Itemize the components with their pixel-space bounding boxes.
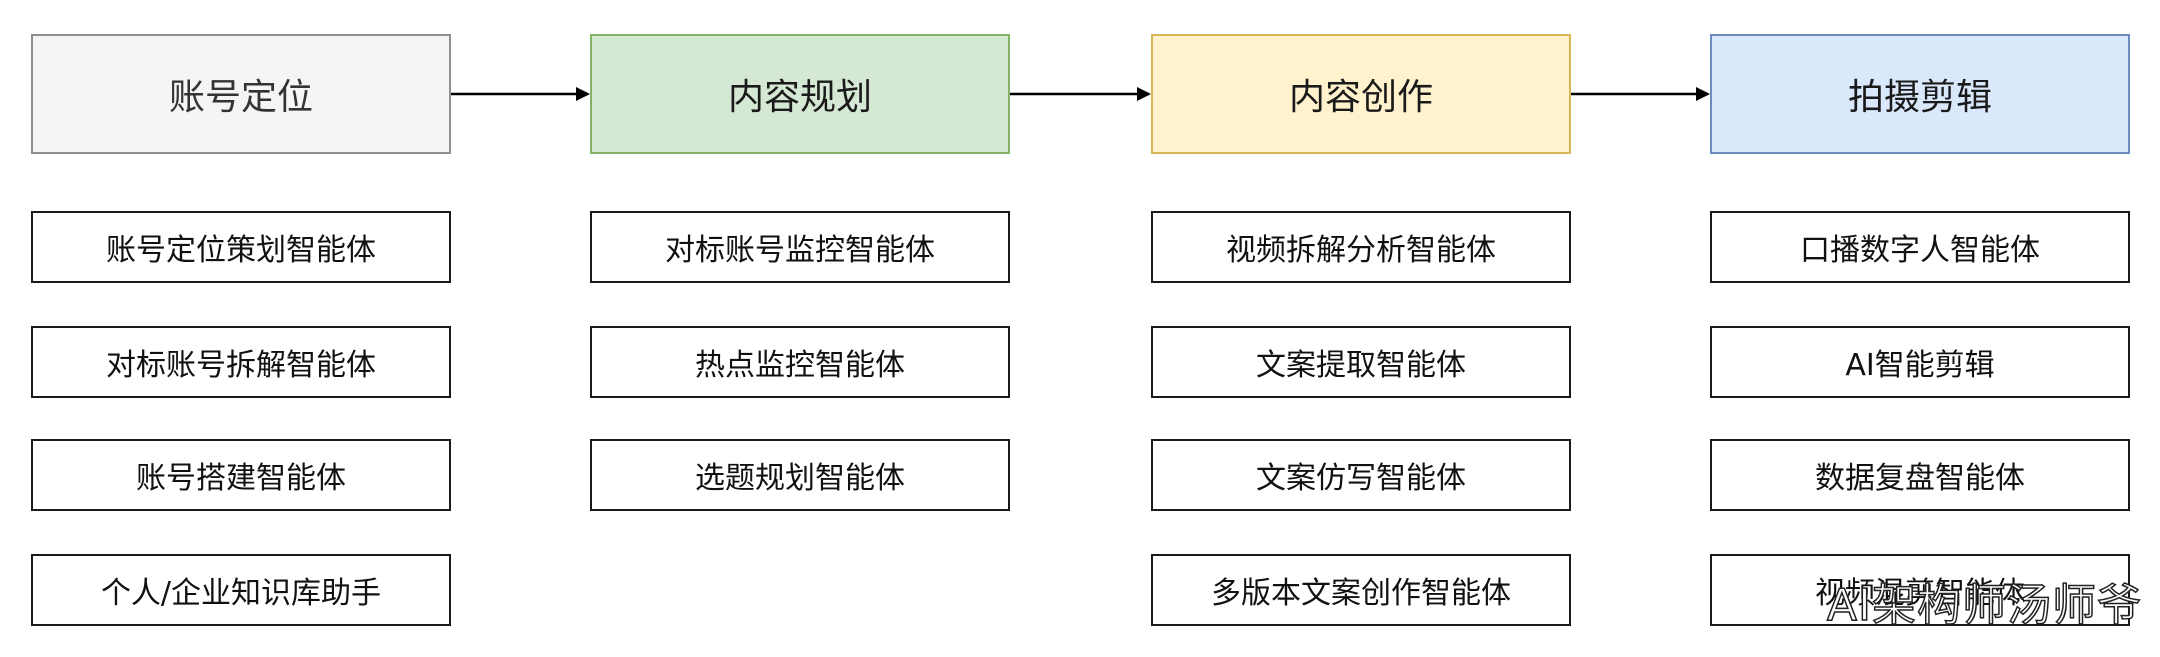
agent-box: 选题规划智能体 — [590, 439, 1010, 511]
agent-box: 对标账号监控智能体 — [590, 211, 1010, 283]
stage-header-account-positioning: 账号定位 — [31, 34, 451, 154]
agent-label: 多版本文案创作智能体 — [1211, 576, 1511, 611]
stage-header-content-creation: 内容创作 — [1151, 34, 1571, 154]
stage-header-label: 拍摄剪辑 — [1847, 77, 1992, 118]
agent-label: AI智能剪辑 — [1845, 348, 1995, 383]
watermark-text: AI架构师汤师爷 — [1826, 579, 2142, 632]
stage-header-content-planning: 内容规划 — [590, 34, 1010, 154]
agent-box: 视频拆解分析智能体 — [1151, 211, 1571, 283]
agent-box: 多版本文案创作智能体 — [1151, 554, 1571, 626]
agent-label: 视频拆解分析智能体 — [1226, 233, 1496, 268]
agent-label: 账号定位策划智能体 — [106, 233, 376, 268]
agent-box: 个人/企业知识库助手 — [31, 554, 451, 626]
agent-box: 对标账号拆解智能体 — [31, 326, 451, 398]
agent-label: 对标账号拆解智能体 — [106, 348, 376, 383]
stage-header-label: 账号定位 — [168, 77, 313, 118]
agent-box: 数据复盘智能体 — [1710, 439, 2130, 511]
agent-box: 文案仿写智能体 — [1151, 439, 1571, 511]
agent-box: 文案提取智能体 — [1151, 326, 1571, 398]
agent-label: 对标账号监控智能体 — [665, 233, 935, 268]
agent-box: AI智能剪辑 — [1710, 326, 2130, 398]
agent-box: 口播数字人智能体 — [1710, 211, 2130, 283]
agent-box: 热点监控智能体 — [590, 326, 1010, 398]
agent-box: 账号定位策划智能体 — [31, 211, 451, 283]
agent-label: 个人/企业知识库助手 — [100, 576, 382, 611]
agent-label: 选题规划智能体 — [695, 461, 905, 496]
agent-label: 文案提取智能体 — [1256, 348, 1466, 383]
stage-header-label: 内容规划 — [727, 77, 872, 118]
stage-header-shooting-editing: 拍摄剪辑 — [1710, 34, 2130, 154]
agent-box: 账号搭建智能体 — [31, 439, 451, 511]
agent-box: 视频混剪智能体 — [1710, 554, 2130, 626]
agent-label: 口播数字人智能体 — [1800, 233, 2040, 268]
agent-label: 文案仿写智能体 — [1256, 461, 1466, 496]
agent-label: 热点监控智能体 — [695, 348, 905, 383]
agent-label: 账号搭建智能体 — [136, 461, 346, 496]
agent-label: 数据复盘智能体 — [1815, 461, 2025, 496]
agent-label: 视频混剪智能体 — [1815, 576, 2025, 611]
stage-header-label: 内容创作 — [1288, 77, 1433, 118]
